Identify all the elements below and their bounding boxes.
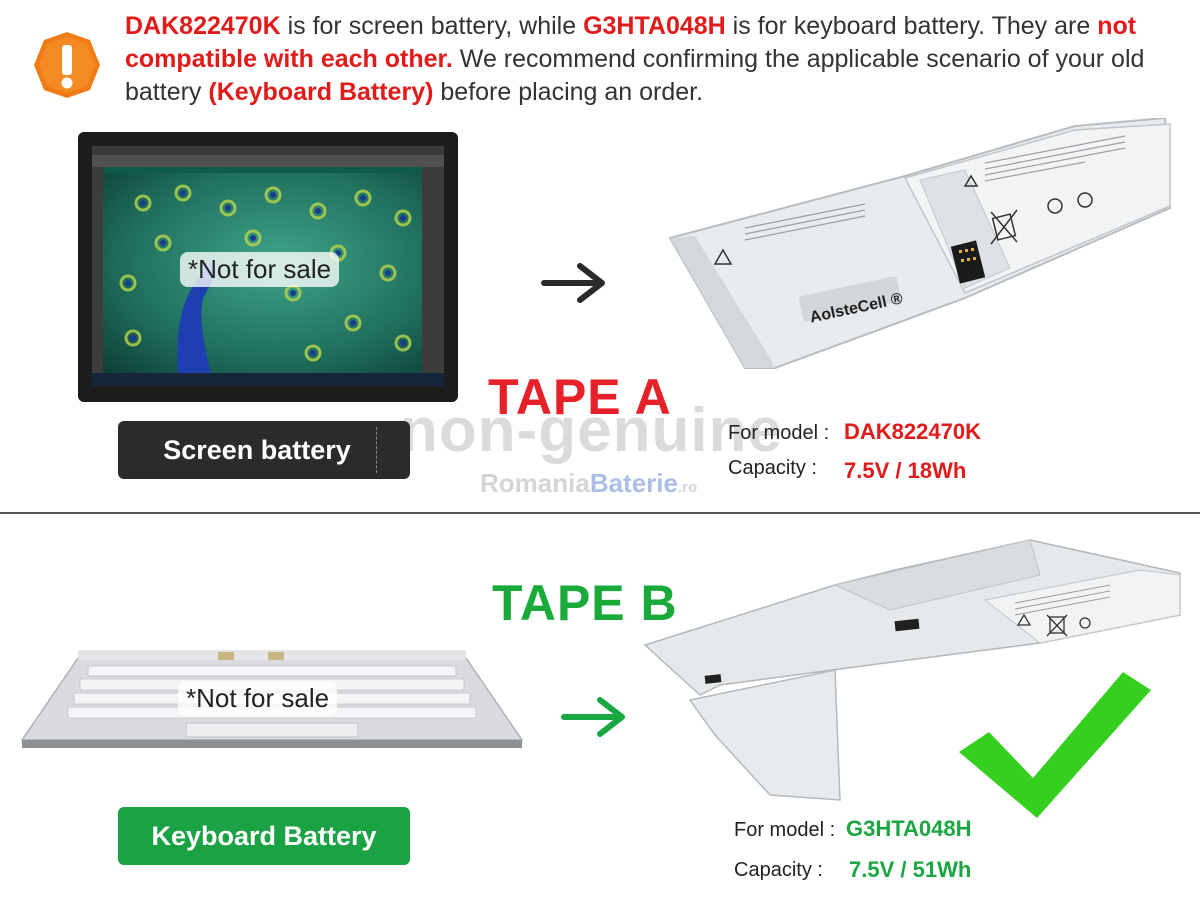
app-side-panel xyxy=(422,167,444,373)
right-arrow-icon xyxy=(541,263,605,303)
screen-model-highlight: DAK822470K xyxy=(125,12,281,40)
right-arrow-icon xyxy=(561,697,625,737)
warning-exclamation-icon xyxy=(34,32,100,98)
tape-b-label: TAPE B xyxy=(492,575,678,631)
screen-battery-button[interactable]: Screen battery xyxy=(118,421,410,479)
notice-text-3: We recommend confirming the applicable s… xyxy=(125,45,1145,106)
screen-battery-image: AolsteCell ® xyxy=(668,118,1172,369)
incompatible-warning: not compatible with each other. xyxy=(125,12,1137,73)
button-divider xyxy=(376,427,377,473)
notice-text-1: is for screen battery, while xyxy=(280,12,584,40)
site-watermark-part3: .ro xyxy=(677,479,698,496)
screen-battery-button-label: Screen battery xyxy=(163,434,351,465)
keyboard-model-value: G3HTA048H xyxy=(846,816,972,841)
notice-text-2: is for keyboard battery. They are xyxy=(725,12,1098,40)
keyboard-battery-image xyxy=(643,539,1181,801)
keyboard-capacity-label: Capacity : xyxy=(734,859,823,881)
app-menubar xyxy=(92,146,444,155)
site-watermark: RomaniaBaterie.ro xyxy=(480,468,697,499)
screen-capacity-value: 7.5V / 18Wh xyxy=(844,458,967,483)
tape-a-label: TAPE A xyxy=(488,369,672,425)
keyboard-capacity-value: 7.5V / 51Wh xyxy=(849,857,972,882)
checkmark-icon xyxy=(959,672,1151,818)
screen-model-label: For model : xyxy=(728,422,830,444)
screen-model-value: DAK822470K xyxy=(844,419,981,444)
notice-text-4: before placing an order. xyxy=(433,78,704,106)
keyboard-battery-button-label: Keyboard Battery xyxy=(151,820,377,851)
not-for-sale-label-keyboard: *Not for sale xyxy=(178,681,338,716)
non-genuine-watermark: non-genuine xyxy=(400,396,783,465)
not-for-sale-label-screen: *Not for sale xyxy=(180,252,340,287)
windows-taskbar xyxy=(92,373,444,386)
app-tools-panel xyxy=(92,167,103,373)
keyboard-model-label: For model : xyxy=(734,819,836,841)
keyboard-battery-highlight: (Keyboard Battery) xyxy=(208,78,434,106)
section-divider xyxy=(0,512,1200,514)
site-watermark-part1: Romania xyxy=(480,468,590,498)
site-watermark-part2: Baterie xyxy=(589,468,678,498)
compatibility-notice: DAK822470K is for screen battery, while … xyxy=(125,10,1175,109)
keyboard-model-highlight: G3HTA048H xyxy=(583,12,726,40)
app-options-bar xyxy=(92,155,444,167)
keyboard-battery-button[interactable]: Keyboard Battery xyxy=(118,807,410,865)
screen-capacity-label: Capacity : xyxy=(728,457,817,479)
